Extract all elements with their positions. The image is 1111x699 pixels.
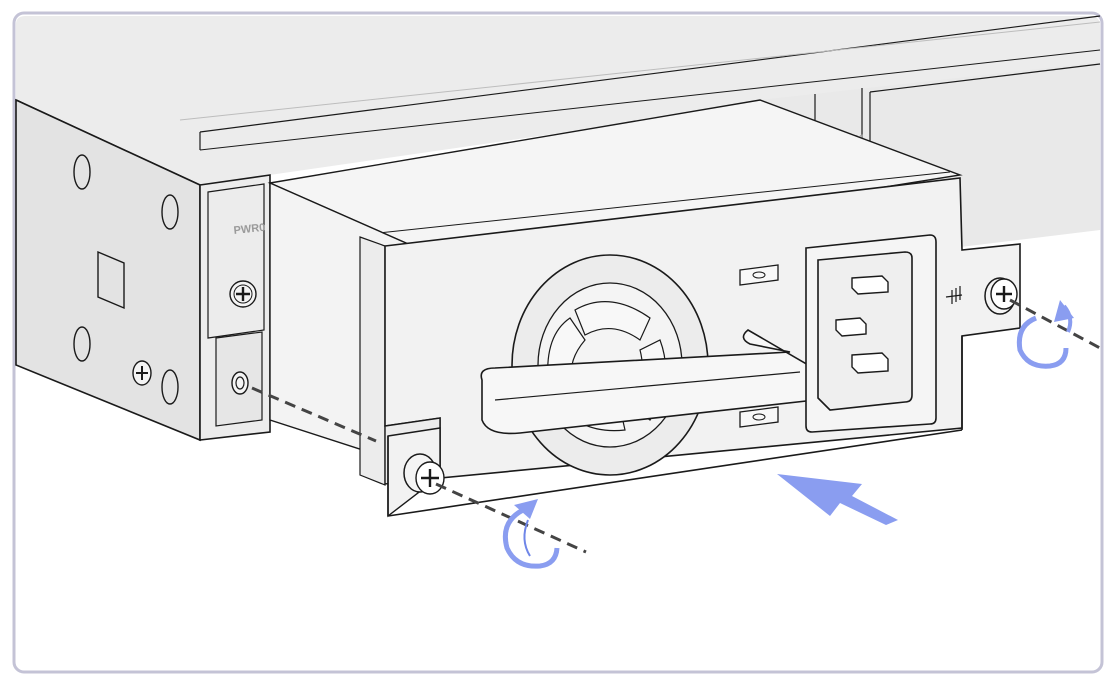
phillips-screw-icon: [132, 360, 152, 386]
chassis-top-surface: [16, 16, 1100, 185]
arrow-icon: [777, 474, 898, 525]
captive-screw-right: [984, 277, 1018, 315]
screw-hole-icon: [231, 371, 249, 395]
rotate-arrow-icon: [1016, 300, 1074, 369]
ground-symbol-icon: [945, 286, 963, 304]
phillips-screw-icon: [229, 280, 257, 308]
rotate-arrow-icon: [502, 499, 560, 569]
slot-label-pwr0: PWR0: [233, 222, 266, 237]
ac-power-socket-icon: [805, 234, 937, 433]
module-handle: [480, 329, 828, 435]
